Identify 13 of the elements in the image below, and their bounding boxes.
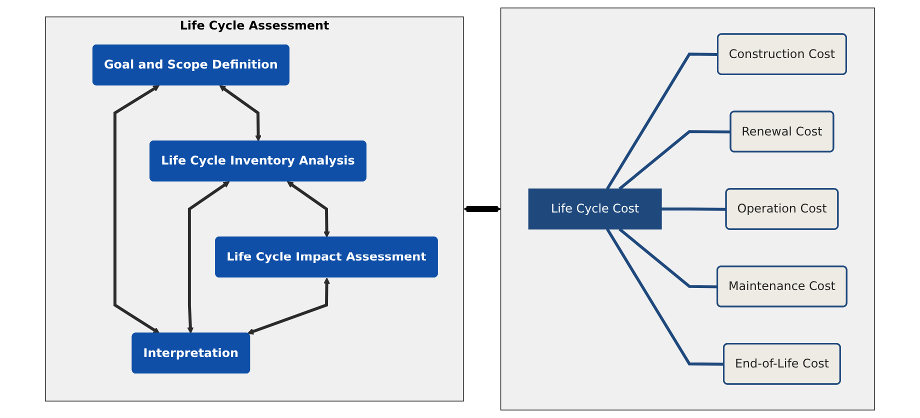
arrow — [247, 278, 330, 335]
node-box: Life Cycle Cost — [528, 188, 662, 230]
arrow — [113, 85, 160, 334]
cluster — [500, 8, 875, 410]
connector — [618, 130, 731, 190]
connector — [618, 228, 718, 288]
arrow — [219, 85, 262, 142]
connector — [661, 208, 726, 211]
arrow — [187, 181, 230, 334]
connector — [606, 228, 724, 366]
arrow — [286, 181, 330, 238]
arrow — [464, 206, 502, 212]
connector — [606, 52, 718, 190]
